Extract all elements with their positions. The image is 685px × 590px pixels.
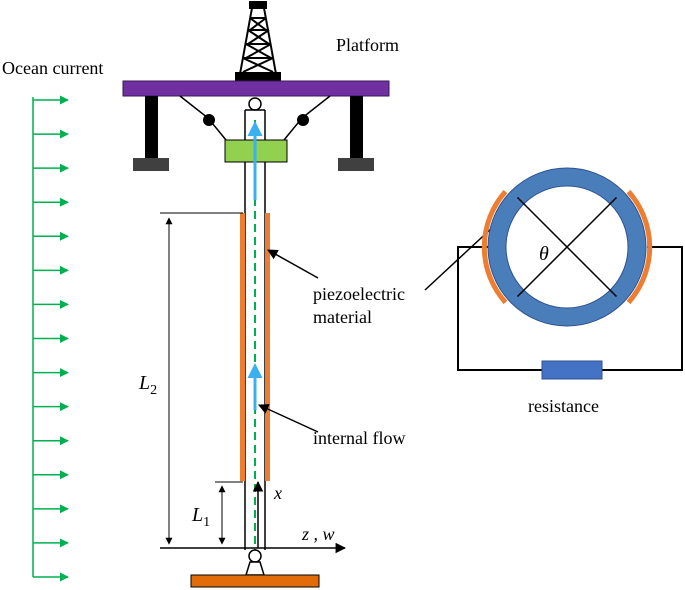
ocean-current-label: Ocean current xyxy=(2,58,103,78)
internal-flow-label: internal flow xyxy=(313,428,405,448)
pipe-ring-outer-edge xyxy=(487,167,647,327)
circuit-wire xyxy=(457,246,542,371)
resistor xyxy=(541,360,603,380)
ring-piezo-right xyxy=(626,189,653,305)
ring-diagonal-2 xyxy=(516,196,618,298)
cross-section-circuit xyxy=(457,167,683,380)
flow-leader xyxy=(258,404,319,433)
circuit-wire-right xyxy=(602,246,683,371)
L2-label: L2 xyxy=(138,372,157,398)
piezo-label-line1: piezoelectric xyxy=(313,284,405,304)
derrick-tower xyxy=(235,1,281,82)
platform-leg-left xyxy=(145,96,158,158)
resistance-label: resistance xyxy=(528,396,599,416)
L1-label: L1 xyxy=(191,504,210,530)
platform-leg-right xyxy=(350,96,363,158)
seabed xyxy=(190,574,320,588)
ocean-current-profile xyxy=(32,95,69,582)
top-joint xyxy=(248,97,262,111)
pipe-ring-inner-edge xyxy=(505,185,629,309)
pipe-ring xyxy=(488,168,646,326)
tensioner-weight-left xyxy=(203,114,215,126)
platform-label: Platform xyxy=(336,35,399,55)
piezo-leader xyxy=(267,249,319,279)
axis-zw-label: z , w xyxy=(301,524,335,544)
ring-piezo-left xyxy=(481,189,508,305)
bottom-base xyxy=(244,561,266,576)
piezo-strip-right xyxy=(265,213,270,481)
piezo-label-line2: material xyxy=(313,307,372,327)
platform-foot-left xyxy=(133,158,169,171)
platform-deck xyxy=(122,80,390,97)
platform-foot-right xyxy=(338,158,374,171)
tensioner-weight-right xyxy=(297,114,309,126)
theta-label: θ xyxy=(539,243,549,265)
bottom-joint xyxy=(248,549,262,563)
piezo-strip-left xyxy=(240,213,245,481)
axis-x-label: x xyxy=(273,483,282,503)
